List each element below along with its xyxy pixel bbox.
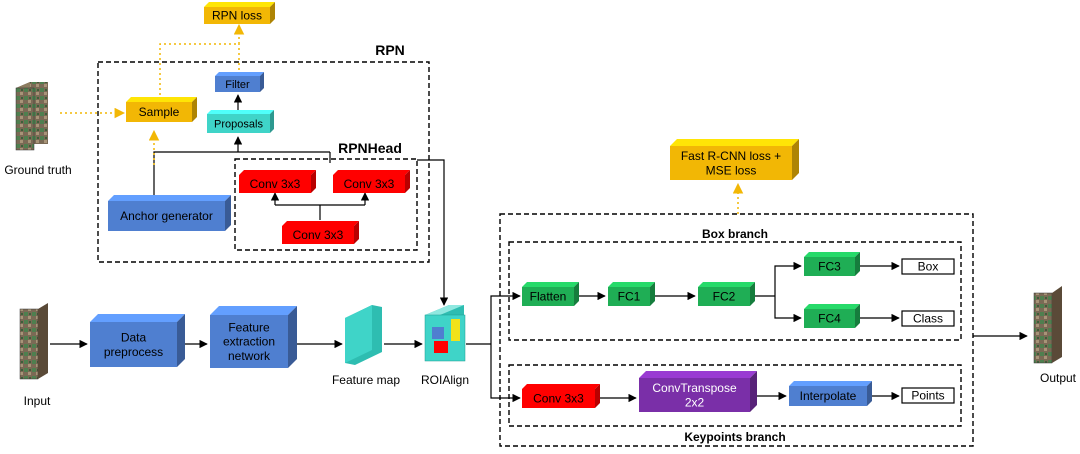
conv-transpose-node-label: ConvTranspose [652,381,737,395]
rpnhead-group: RPNHead [234,140,418,251]
flatten-node: Flatten [522,282,579,306]
keypoints-branch-label: Keypoints branch [684,430,785,444]
box-branch-group: Box branch [508,227,962,341]
connectors [50,94,1028,403]
data-preprocess-node-label: Data [121,331,147,345]
box-output-label: Box [918,260,939,274]
fc4-node: FC4 [804,304,860,328]
box-output: Box [901,258,955,275]
anchor-generator-node-label: Anchor generator [120,209,213,223]
rpnhead-conv-right-node-label: Conv 3x3 [344,177,395,191]
kp-conv-node-label: Conv 3x3 [533,392,584,406]
rpn-group: RPN [97,42,430,263]
rpn-loss-node-label: RPN loss [212,9,262,23]
rpnhead-conv-left-node: Conv 3x3 [239,170,316,193]
ground-truth-image: Ground truth [4,82,72,177]
points-output-label: Points [911,389,944,403]
proposals-node-label: Proposals [214,118,263,130]
fc3-node: FC3 [804,252,860,276]
keypoints-branch-group: Keypoints branch [508,364,962,444]
ground-truth-label: Ground truth [4,163,71,177]
fast-rcnn-loss-node-label: Fast R-CNN loss + [681,149,781,163]
fc2-node-label: FC2 [713,290,736,304]
feature-extraction-node-label: extraction [223,335,275,349]
fc1-node: FC1 [608,282,655,306]
anchor-generator-node: Anchor generator [108,195,231,231]
feature-extraction-node-label: network [228,349,271,363]
feature-extraction-node-label: Feature [228,320,270,334]
input-image: Input [19,303,51,408]
rpnhead-group-label: RPNHead [338,140,402,156]
input-label: Input [24,394,51,408]
output-label: Output [1040,371,1077,385]
conv-transpose-node-label: 2x2 [685,395,705,409]
filter-node-label: Filter [225,79,250,91]
rpnhead-conv-left-node-label: Conv 3x3 [250,177,301,191]
data-preprocess-node-label: preprocess [104,345,163,359]
fc1-node-label: FC1 [618,290,641,304]
fast-rcnn-loss-node-label: MSE loss [706,163,757,177]
roialign-label: ROIAlign [421,373,469,387]
roialign-block: ROIAlign [421,305,469,387]
fc2-node: FC2 [698,282,755,306]
points-output: Points [901,387,955,404]
fc4-node-label: FC4 [818,312,841,326]
class-output-label: Class [913,312,943,326]
flatten-node-label: Flatten [530,290,567,304]
kp-conv-node: Conv 3x3 [522,384,600,408]
roi-heads-group [499,213,974,447]
feature-map-label: Feature map [332,373,400,387]
sample-node: Sample [126,97,197,122]
sample-node-label: Sample [139,105,180,119]
loss-connectors [60,23,744,214]
rpn-loss-node: RPN loss [204,2,275,24]
rpn-group-label: RPN [375,42,405,58]
class-output: Class [901,310,955,327]
rpnhead-conv-bottom-node: Conv 3x3 [282,221,359,244]
rpnhead-conv-bottom-node-label: Conv 3x3 [293,228,344,242]
fast-rcnn-loss-node: Fast R-CNN loss +MSE loss [670,139,799,180]
feature-map: Feature map [332,305,400,387]
rpnhead-conv-right-node: Conv 3x3 [333,170,410,193]
filter-node: Filter [215,72,264,92]
proposals-node: Proposals [207,110,274,133]
interpolate-node-label: Interpolate [800,389,857,403]
output-image: Output [1033,286,1077,385]
fc3-node-label: FC3 [818,260,841,274]
box-branch-label: Box branch [702,227,768,241]
interpolate-node: Interpolate [789,381,872,406]
